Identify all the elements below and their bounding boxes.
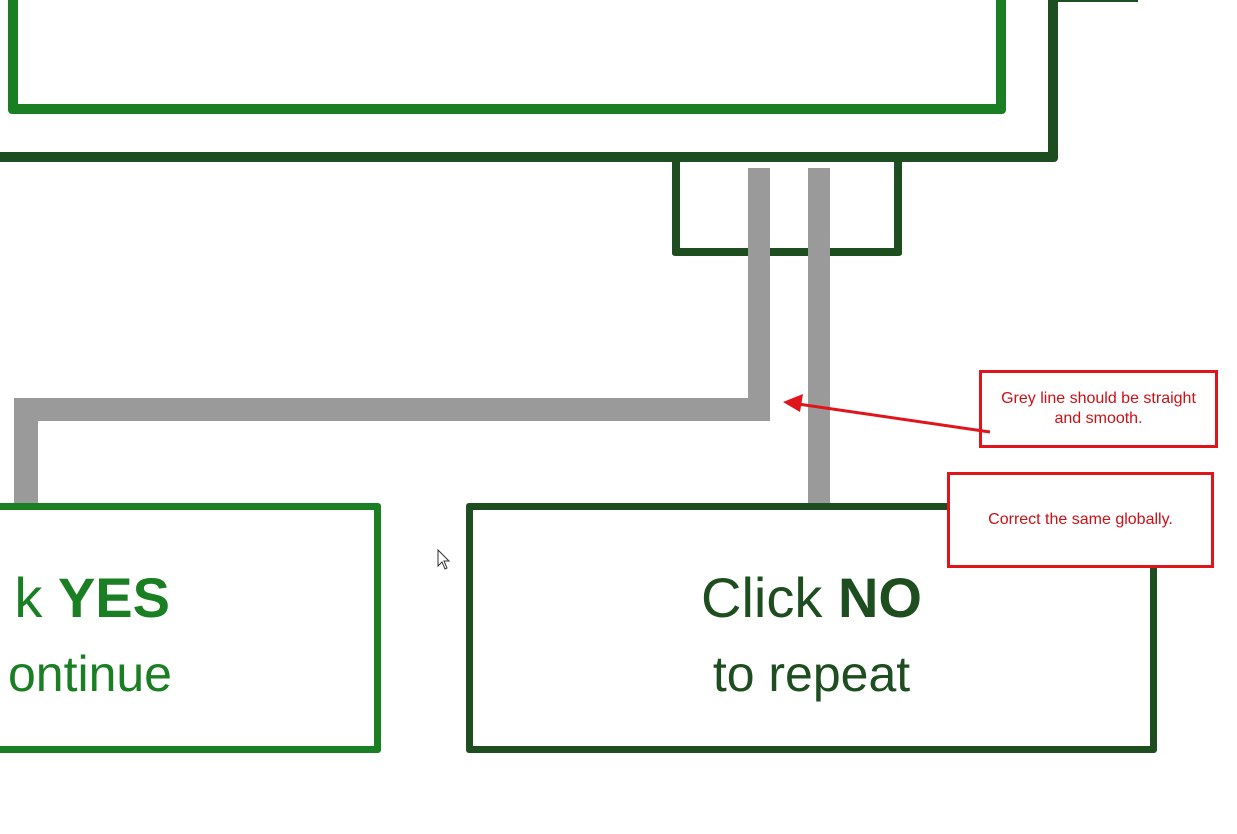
no-decision-box[interactable]: Click NO to repeat	[466, 503, 1157, 753]
yes-keyword: YES	[57, 566, 170, 629]
review-callout-grey-line[interactable]: Grey line should be straight and smooth.	[979, 370, 1218, 448]
grey-line-horizontal	[14, 398, 770, 421]
inner-process-frame	[8, 0, 1006, 114]
yes-box-line1: k YES	[0, 566, 170, 630]
grey-line-right-vertical	[808, 168, 830, 504]
connector-box	[672, 158, 902, 256]
yes-decision-box[interactable]: k YES ontinue	[0, 503, 381, 753]
callout-2-text: Correct the same globally.	[988, 511, 1173, 528]
yes-box-prefix: k	[14, 566, 58, 629]
grey-line-left-vertical	[748, 168, 770, 421]
review-callout-global[interactable]: Correct the same globally.	[947, 472, 1214, 568]
outer-process-frame	[0, 0, 1058, 162]
callout-1-text: Grey line should be straight and smooth.	[1001, 390, 1196, 427]
no-box-line2: to repeat	[712, 646, 911, 702]
frame-connector-stub	[1056, 0, 1138, 2]
no-box-line1: Click NO	[473, 566, 1150, 630]
no-keyword: NO	[837, 566, 922, 629]
mouse-pointer-icon	[437, 548, 451, 570]
yes-box-line2: ontinue	[7, 646, 172, 702]
no-box-prefix: Click	[701, 566, 838, 629]
grey-line-yes-drop	[14, 398, 38, 504]
